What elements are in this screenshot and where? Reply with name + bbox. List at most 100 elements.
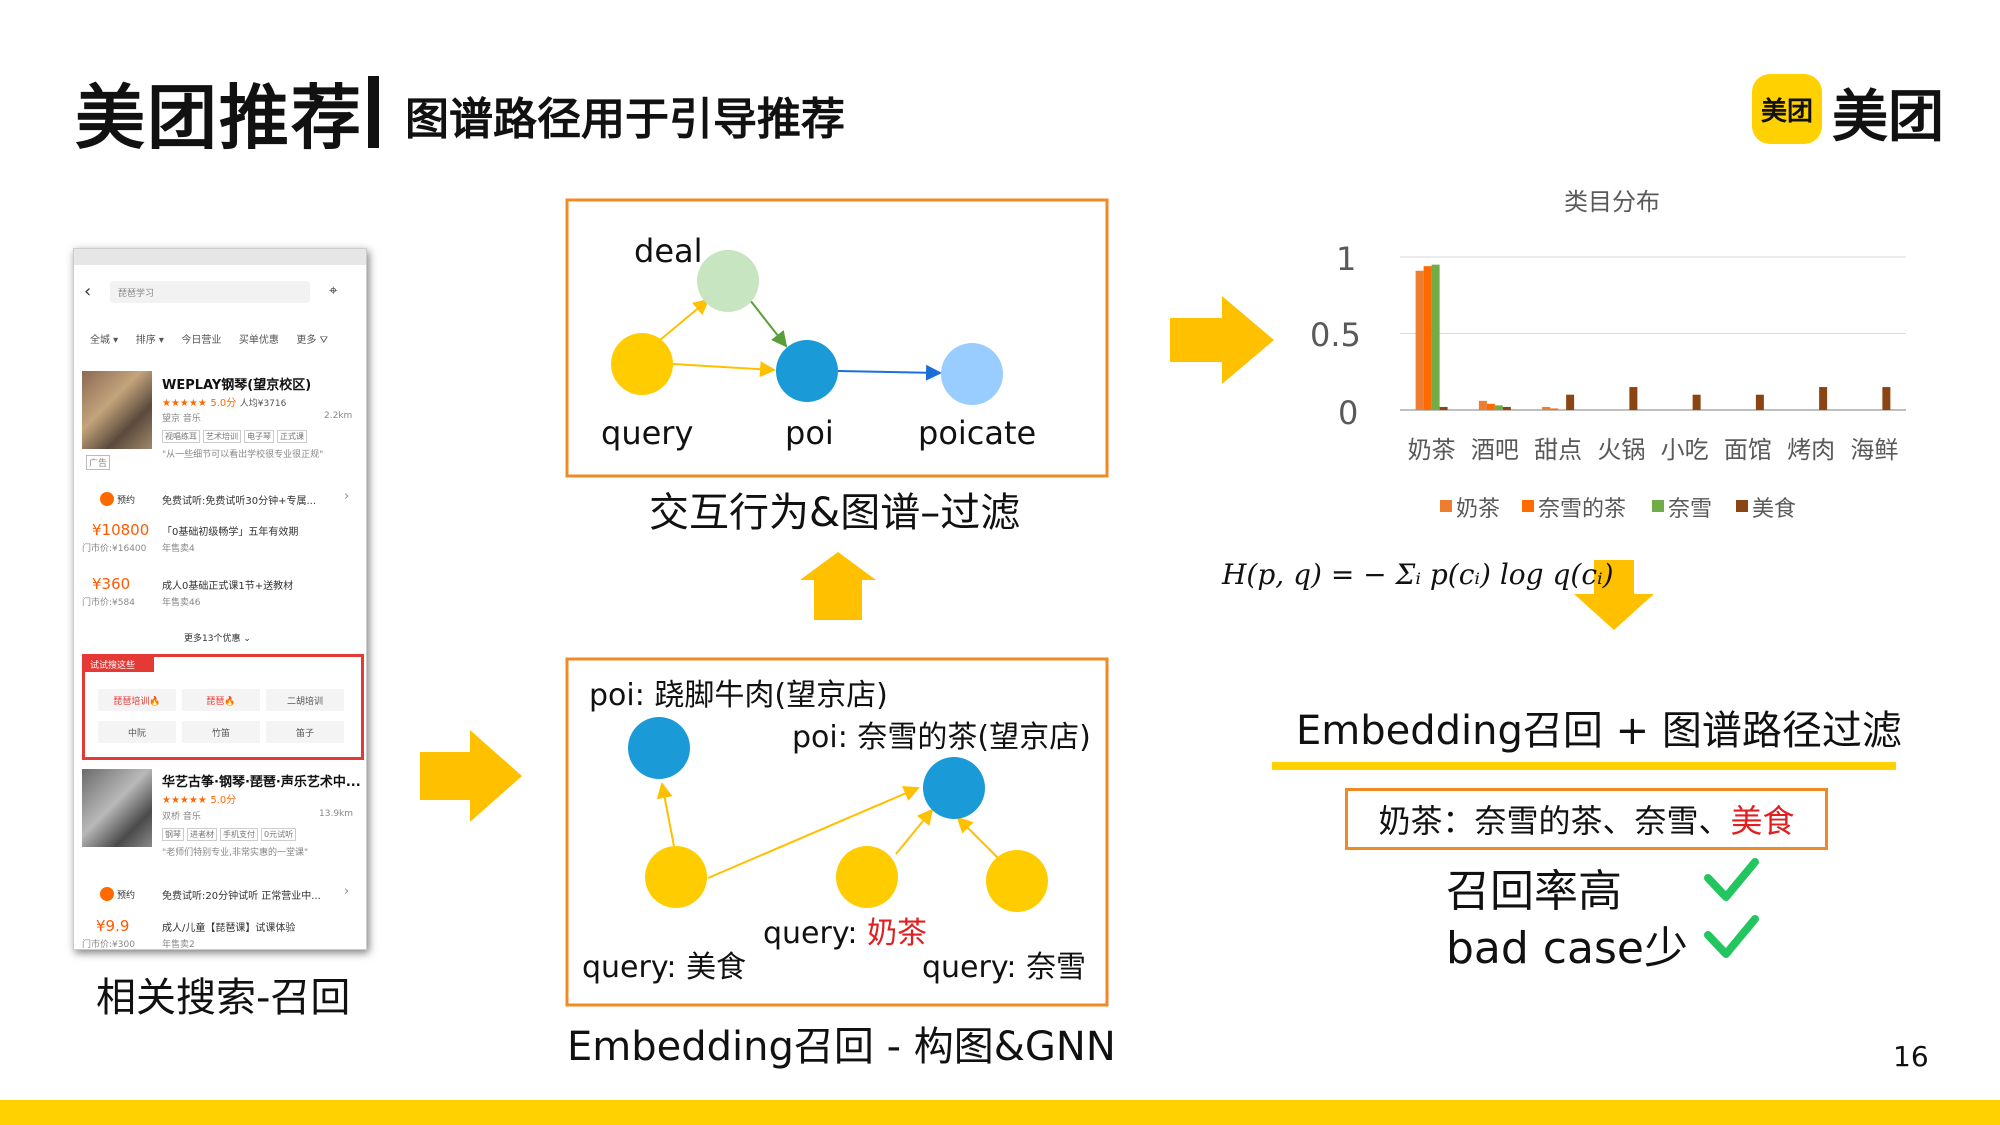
- related-chip[interactable]: 中阮: [98, 721, 176, 743]
- graph-embedding-caption: Embedding召回 - 构图&GNN: [567, 1024, 1116, 1070]
- deal3-title[interactable]: 成人/儿童【琵琶课】试课体验: [162, 923, 296, 934]
- shop2-name[interactable]: 华艺古筝·钢琴·琵琶·声乐艺术中...: [162, 775, 361, 790]
- edge-query-deal: [659, 298, 710, 341]
- result-heading: Embedding召回 + 图谱路径过滤: [1296, 708, 1902, 754]
- deal1-original-price: 门市价:¥16400: [82, 544, 147, 554]
- xtick-label: 小吃: [1660, 436, 1709, 464]
- filter-more[interactable]: 更多 ⛛: [296, 335, 328, 346]
- edge-food-poi2: [707, 786, 920, 879]
- shop1-name[interactable]: WEPLAY钢琴(望京校区): [162, 378, 312, 393]
- phone-caption: 相关搜索-召回: [96, 975, 351, 1021]
- xtick-label: 面馆: [1723, 436, 1772, 464]
- xtick-label: 火锅: [1597, 436, 1646, 464]
- shop2-booking-badge: 预约: [117, 891, 136, 901]
- edge-deal-poi: [749, 299, 788, 348]
- legend-label: 奈雪的茶: [1538, 497, 1627, 522]
- more-deals-link[interactable]: 更多13个优惠 ⌄: [184, 634, 251, 644]
- node-query-milktea: [836, 846, 898, 908]
- bar-美食-面馆: [1755, 394, 1764, 410]
- arrow-down-icon: [1574, 560, 1654, 630]
- search-placeholder: 琵琶学习: [118, 289, 155, 299]
- bar-奶茶-酒吧: [1478, 400, 1487, 410]
- slide-subtitle: 图谱路径用于引导推荐: [405, 94, 845, 145]
- chevron-right-icon: ›: [344, 884, 350, 899]
- bar-美食-火锅: [1629, 387, 1638, 410]
- filter-sort[interactable]: 排序 ▾: [135, 335, 164, 346]
- node-deal: [697, 250, 759, 312]
- ad-label: 广告: [86, 455, 111, 470]
- edge-poi-poicate: [837, 364, 942, 381]
- shop2-thumbnail[interactable]: [82, 769, 152, 847]
- related-chip[interactable]: 笛子: [266, 721, 344, 743]
- label-deal: deal: [634, 232, 703, 270]
- deal3-sales: 年售卖2: [162, 940, 195, 950]
- shop1-area: 望京 音乐: [162, 414, 201, 424]
- deal2-sales: 年售卖46: [162, 598, 201, 608]
- shop1-thumbnail[interactable]: [82, 371, 152, 449]
- related-chip[interactable]: 二胡培训: [266, 689, 344, 711]
- related-chip[interactable]: 琵琶🔥: [182, 689, 260, 711]
- filter-open-today[interactable]: 今日营业: [181, 335, 222, 346]
- node-poicate: [941, 343, 1003, 405]
- legend-swatch: [1736, 500, 1748, 512]
- edge-milktea-poi2: [895, 808, 934, 855]
- heading-underline: [1272, 762, 1896, 770]
- filter-city[interactable]: 全城 ▾: [90, 335, 119, 346]
- ytick-label: 0: [1338, 394, 1359, 432]
- deal3-price: ¥9.9: [96, 917, 130, 935]
- deal2-original-price: 门市价:¥584: [82, 598, 135, 608]
- label-query-milktea: query: 奶茶: [763, 916, 928, 951]
- bar-美食-小吃: [1692, 394, 1701, 410]
- deal2-price: ¥360: [92, 575, 131, 593]
- chart-title: 类目分布: [1564, 188, 1660, 216]
- label-query: query: [601, 414, 694, 452]
- legend-label: 奈雪: [1668, 497, 1713, 522]
- shop2-booking[interactable]: 免费试听:20分钟试听 正常营业中...: [162, 891, 321, 902]
- bar-奈雪-酒吧: [1494, 405, 1503, 410]
- shop1-booking[interactable]: 免费试听:免费试听30分钟+专属...: [162, 496, 317, 507]
- bar-美食-海鲜: [1882, 387, 1891, 410]
- deal1-title[interactable]: 「0基础初级畅学」五年有效期: [162, 527, 299, 538]
- deal2-title[interactable]: 成人0基础正式课1节+送教材: [162, 581, 294, 592]
- cross-entropy-formula: H(p, q) = − Σᵢ p(cᵢ) log q(cᵢ): [1222, 558, 1614, 591]
- bar-美食-奶茶: [1439, 406, 1448, 410]
- shop1-tags: 视唱练耳艺术培训电子琴正式课: [162, 429, 310, 443]
- arrow-up-icon: [800, 552, 876, 620]
- search-box[interactable]: 琵琶学习: [110, 281, 310, 303]
- shop1-rating: ★★★★★ 5.0分 人均¥3716: [162, 398, 287, 409]
- bar-美食-甜点: [1566, 394, 1575, 410]
- bar-奶茶-甜点: [1542, 406, 1551, 410]
- filter-discount[interactable]: 买单优惠: [238, 335, 279, 346]
- legend-label: 美食: [1752, 497, 1797, 522]
- legend-swatch: [1440, 500, 1452, 512]
- legend-label: 奶茶: [1456, 497, 1501, 522]
- bar-美食-烤肉: [1819, 387, 1828, 410]
- slide-title: 美团推荐: [75, 77, 363, 159]
- check-icon: [1704, 915, 1759, 958]
- related-chip[interactable]: 琵琶培训🔥: [98, 689, 176, 711]
- node-poi-beef: [628, 717, 690, 779]
- phone-screenshot: ‹ 琵琶学习 ⌖ 全城 ▾ 排序 ▾ 今日营业 买单优惠 更多 ⛛ 广告 WEP…: [73, 248, 367, 950]
- bar-奈雪的茶-甜点: [1550, 408, 1559, 410]
- bar-奶茶-奶茶: [1415, 270, 1424, 410]
- page-number: 16: [1893, 1040, 1929, 1073]
- ytick-label: 0.5: [1310, 316, 1361, 354]
- deal1-price: ¥10800: [92, 521, 150, 539]
- deal3-original-price: 门市价:¥300: [82, 940, 135, 950]
- status-bar: [74, 249, 366, 265]
- chart-grid: [1400, 256, 1906, 411]
- xtick-label: 烤肉: [1787, 436, 1836, 464]
- back-arrow-icon[interactable]: ‹: [84, 281, 92, 302]
- deal1-sales: 年售卖4: [162, 544, 195, 554]
- label-poicate: poicate: [918, 414, 1037, 452]
- xtick-label: 甜点: [1534, 436, 1583, 464]
- location-icon[interactable]: ⌖: [329, 281, 338, 299]
- shop1-quote: "从一些细节可以看出学校很专业很正规": [162, 450, 324, 460]
- shop1-booking-badge: 预约: [117, 496, 136, 506]
- related-chip[interactable]: 竹笛: [182, 721, 260, 743]
- graph-embedding-box: [565, 657, 1109, 1007]
- label-poi-beef: poi: 跷脚牛肉(望京店): [589, 678, 888, 713]
- bar-奈雪的茶-酒吧: [1486, 403, 1495, 410]
- arrow-right-icon: [1170, 296, 1274, 384]
